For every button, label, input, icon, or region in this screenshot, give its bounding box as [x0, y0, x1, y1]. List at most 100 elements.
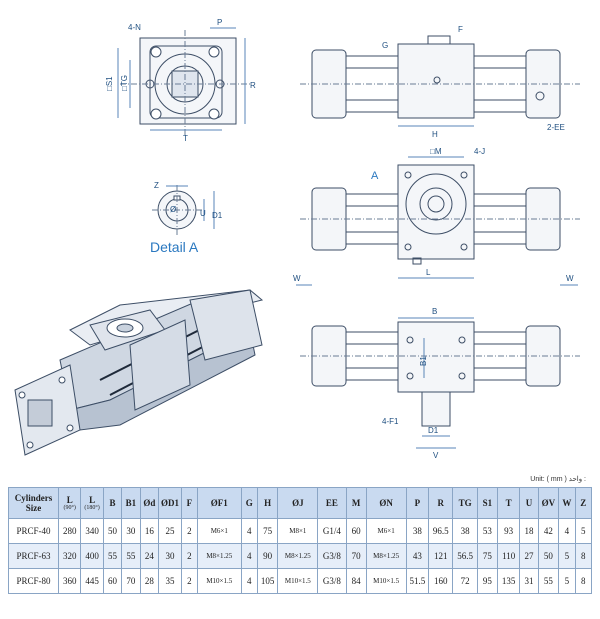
table-cell: 105 [256, 568, 279, 594]
table-cell: 8 [574, 543, 593, 569]
label-a: A [371, 170, 379, 182]
header-label: B [109, 498, 116, 508]
header-label: B1 [125, 498, 137, 508]
table-header-cell: G [240, 487, 258, 519]
technical-drawings: 4-N P □S1 □TG R T G F H 2-EE [14, 18, 580, 460]
table-cell: 50 [102, 518, 123, 544]
table-cell: 110 [496, 543, 521, 569]
table-header-cell: H [256, 487, 279, 519]
table-header-cell: U [519, 487, 539, 519]
table-cell: 75 [476, 543, 498, 569]
table-header-cell: T [496, 487, 521, 519]
table-cell: 8 [574, 568, 593, 594]
label-v: V [433, 451, 439, 460]
table-cell: 2 [180, 518, 198, 544]
table-cell: 5 [574, 518, 593, 544]
table-cell: 84 [345, 568, 367, 594]
table-cell: 55 [102, 543, 123, 569]
table-cell: 96.5 [428, 518, 454, 544]
table-cell: 360 [58, 568, 82, 594]
table-cell: 30 [158, 543, 182, 569]
label-t: T [183, 134, 188, 143]
table-cell: 70 [121, 568, 141, 594]
header-label: R [437, 498, 445, 508]
table-cell: 445 [80, 568, 104, 594]
label-d: Ø [170, 205, 176, 214]
table-cell: PRCF-80 [7, 568, 60, 594]
table-cell: 24 [139, 543, 160, 569]
table-header-cell: R [428, 487, 454, 519]
table-header-cell: W [558, 487, 576, 519]
table-cell: 280 [58, 518, 82, 544]
table-header-cell: ØV [537, 487, 560, 519]
table-header-cell: M [345, 487, 367, 519]
label-s1: □S1 [105, 76, 114, 91]
table-cell: 38 [405, 518, 430, 544]
table-cell: 35 [158, 568, 182, 594]
unit-label: Unit: ( mm ) واحد : [530, 476, 586, 483]
table-cell: 90 [256, 543, 279, 569]
label-d1: D1 [212, 211, 223, 220]
table-header-cell: Cylinders Size [7, 487, 60, 519]
table-cell: M6×1 [365, 518, 407, 544]
header-label: Ød [143, 498, 156, 508]
table-cell: 160 [428, 568, 454, 594]
table-cell: 4 [240, 568, 258, 594]
label-m: □M [430, 147, 442, 156]
table-cell: 2 [180, 543, 198, 569]
table-cell: M8×1.25 [196, 543, 242, 569]
label-w-left: W [293, 274, 301, 283]
detail-a-view [152, 185, 215, 235]
table-header-cell: TG [452, 487, 478, 519]
table-cell: 4 [558, 518, 576, 544]
label-d1-bottom: D1 [428, 426, 439, 435]
label-g: G [382, 41, 388, 50]
table-cell: 5 [558, 568, 576, 594]
label-2ee: 2-EE [547, 123, 565, 132]
label-z: Z [154, 181, 159, 190]
table-cell: 55 [537, 568, 560, 594]
header-label: ØJ [292, 498, 304, 508]
header-label: ØF1 [210, 498, 228, 508]
header-label: W [562, 498, 572, 508]
label-4n: 4-N [128, 23, 141, 32]
table-cell: 27 [519, 543, 539, 569]
table-header-cell: P [405, 487, 430, 519]
label-u: U [200, 209, 206, 218]
table-cell: 135 [496, 568, 521, 594]
header-sublabel: (90°) [63, 505, 76, 511]
table-cell: M10×1.5 [277, 568, 319, 594]
header-label: H [264, 498, 272, 508]
header-label: Z [580, 498, 587, 508]
table-cell: M10×1.5 [365, 568, 407, 594]
label-4f1: 4-F1 [382, 417, 399, 426]
detail-a-title: Detail A [150, 239, 199, 255]
table-cell: 75 [256, 518, 279, 544]
table-cell: 30 [121, 518, 141, 544]
table-cell: PRCF-63 [7, 543, 60, 569]
label-p: P [217, 18, 222, 27]
header-label: TG [458, 498, 472, 508]
table-header-cell: L(90°) [58, 487, 82, 519]
table-cell: 38 [452, 518, 478, 544]
label-b1: B1 [419, 356, 428, 366]
table-header-cell: ØN [365, 487, 407, 519]
table-cell: 4 [240, 543, 258, 569]
header-label: T [505, 498, 512, 508]
table-cell: 56.5 [452, 543, 478, 569]
header-label: S1 [482, 498, 493, 508]
table-cell: 16 [139, 518, 160, 544]
table-cell: PRCF-40 [7, 518, 60, 544]
header-sublabel: (180°) [84, 505, 100, 511]
table-header-cell: L(180°) [80, 487, 104, 519]
table-cell: M8×1.25 [365, 543, 407, 569]
header-label: M [351, 498, 361, 508]
table-header-cell: B1 [121, 487, 141, 519]
isometric-view [14, 289, 264, 456]
header-label: L [89, 495, 96, 505]
table-cell: 28 [139, 568, 160, 594]
